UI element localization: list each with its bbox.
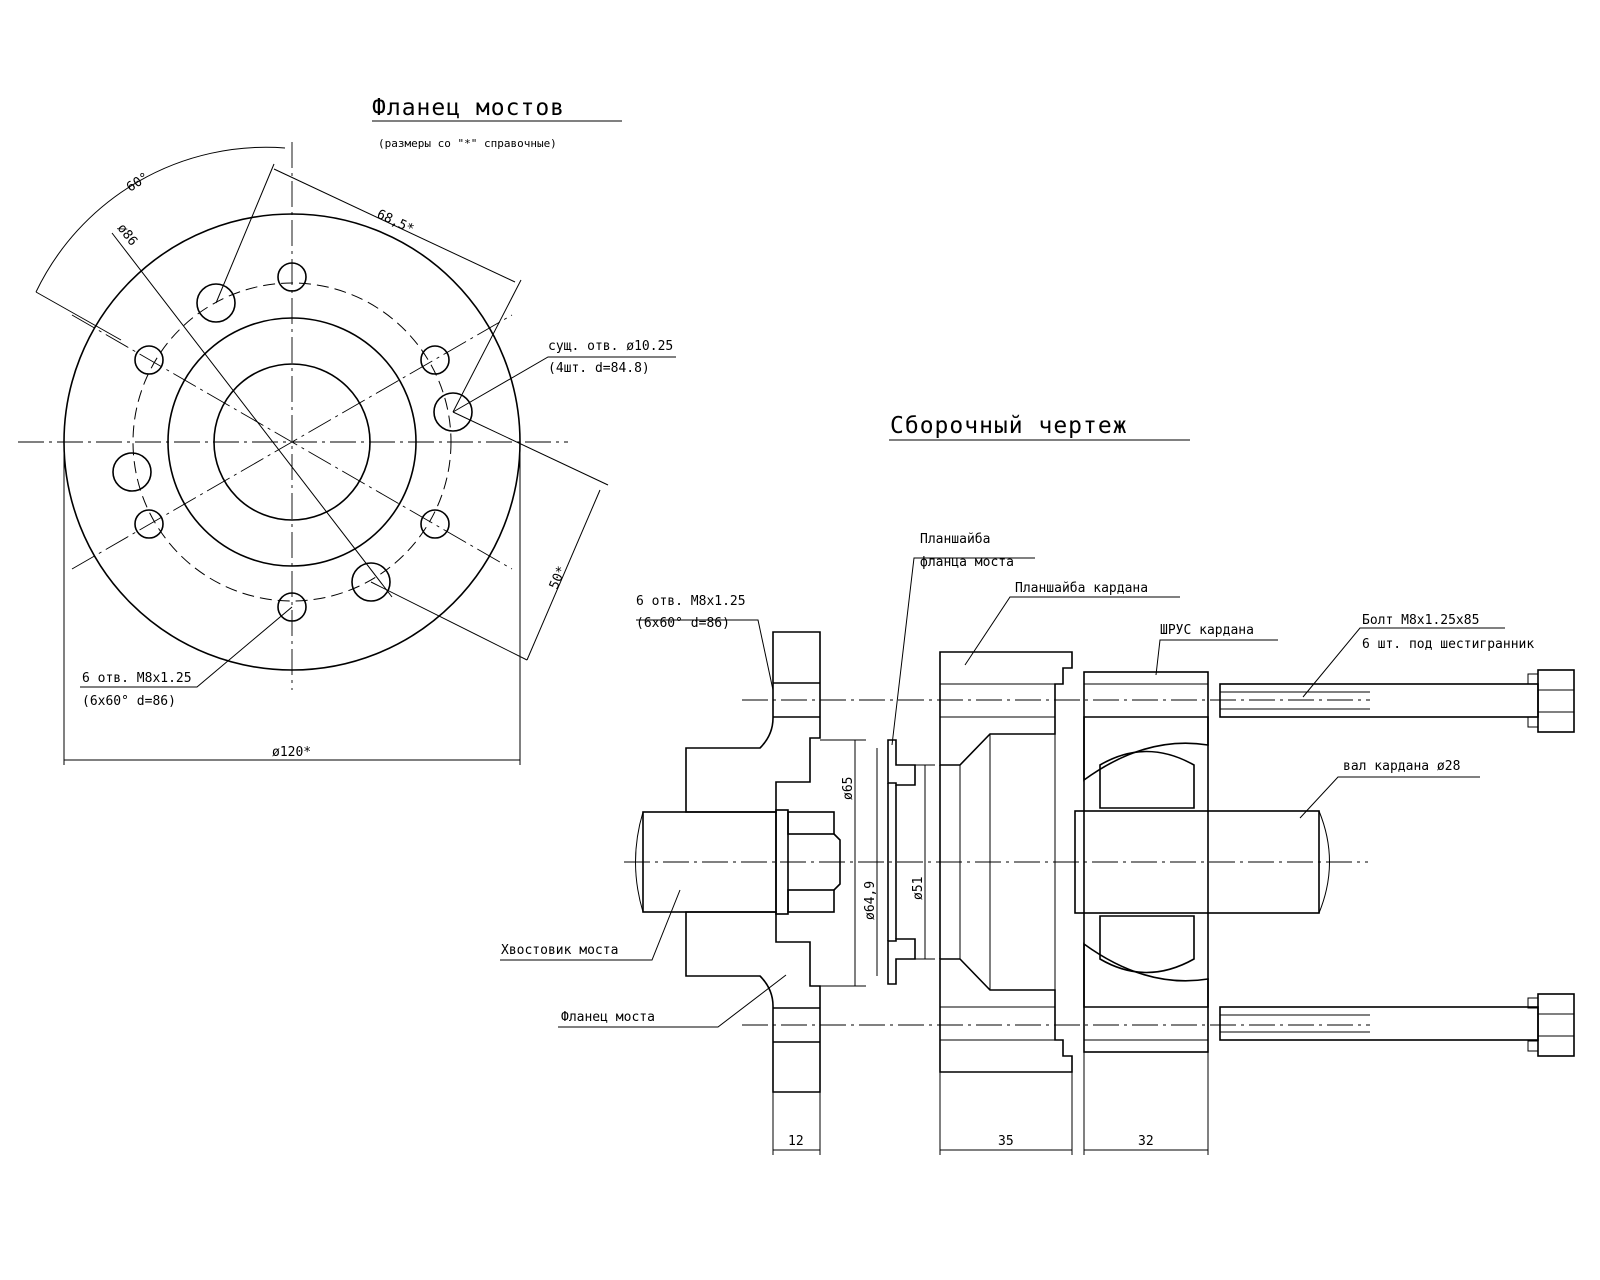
existing-hole bbox=[433, 392, 473, 432]
kardan-bolt-channel-upper bbox=[939, 683, 1056, 718]
label-kardan-shaft: вал кардана ø28 bbox=[1343, 759, 1460, 774]
flange-bolt-circle bbox=[132, 282, 452, 602]
dim-d65: ø65 bbox=[841, 777, 856, 800]
bolt-washer bbox=[1527, 716, 1539, 728]
kardan-planshaiba-lower bbox=[939, 958, 1073, 1073]
tail-nut-upper bbox=[787, 811, 835, 835]
leader-assembly-holes bbox=[636, 619, 774, 691]
leader-kardan-planshaiba bbox=[964, 596, 1180, 666]
bolt-head bbox=[1537, 669, 1575, 733]
flange-threaded-holes bbox=[134, 262, 450, 622]
leader-tail bbox=[500, 889, 681, 961]
cv-bolt-channel-lower bbox=[1083, 1006, 1209, 1041]
existing-hole bbox=[196, 283, 236, 323]
bolt-lower bbox=[1219, 993, 1575, 1057]
existing-hole bbox=[351, 562, 391, 602]
dim-d51: ø51 bbox=[911, 877, 926, 900]
existing-hole bbox=[112, 452, 152, 492]
threaded-hole bbox=[277, 262, 307, 292]
dim-d64-9: ø64,9 bbox=[863, 881, 878, 920]
dim-12: 12 bbox=[788, 1134, 804, 1149]
dimension-68-5-line bbox=[273, 168, 516, 283]
threaded-hole bbox=[134, 345, 164, 375]
label-assembly-holes-1: 6 отв. M8x1.25 bbox=[636, 594, 746, 609]
tail-shaft-break bbox=[635, 811, 644, 913]
bridge-flange-upper bbox=[685, 631, 821, 813]
label-bridge-planshaiba-2: фланца моста bbox=[920, 555, 1014, 570]
leader-bridge-planshaiba bbox=[891, 557, 1035, 746]
bolt-shank bbox=[1219, 683, 1539, 718]
dimension-50-ext-1 bbox=[452, 411, 609, 486]
flange-bore-circle bbox=[213, 363, 371, 521]
tail-nut-lower bbox=[787, 889, 835, 913]
dim-angle-60: 60° bbox=[124, 170, 152, 195]
dimension-50-ext-2 bbox=[370, 581, 528, 661]
cv-joint-housing-upper bbox=[1083, 716, 1209, 782]
bridge-planshaiba-upper bbox=[887, 739, 916, 786]
dim-32: 32 bbox=[1138, 1134, 1154, 1149]
leader-bolt bbox=[1302, 627, 1505, 698]
cv-joint-ball-upper bbox=[1099, 750, 1195, 809]
flange-title: Фланец мостов bbox=[372, 95, 565, 121]
flange-outer-circle bbox=[63, 213, 521, 671]
bridge-flange-lower bbox=[685, 911, 821, 1093]
bolt-head bbox=[1537, 993, 1575, 1057]
assembly-title: Сборочный чертеж bbox=[890, 413, 1128, 439]
bridge-planshaiba-lower bbox=[887, 938, 916, 985]
label-assembly-holes-2: (6x60° d=86) bbox=[636, 616, 730, 631]
label-existing-holes-2: (4шт. d=84.8) bbox=[548, 361, 650, 376]
dim-35: 35 bbox=[998, 1134, 1014, 1149]
label-bolt-1: Болт M8x1.25x85 bbox=[1362, 613, 1479, 628]
flange-subtitle: (размеры со "*" справочные) bbox=[378, 137, 557, 150]
dimension-50-line bbox=[526, 489, 601, 661]
bolt-washer bbox=[1527, 1040, 1539, 1052]
label-threaded-holes-2: (6x60° d=86) bbox=[82, 694, 176, 709]
angle-extension-line bbox=[35, 291, 122, 341]
bolt-upper bbox=[1219, 669, 1575, 733]
label-bolt-2: 6 шт. под шестигранник bbox=[1362, 637, 1534, 652]
leader-threaded-holes bbox=[80, 606, 293, 688]
cv-joint-ball-lower bbox=[1099, 915, 1195, 974]
leader-existing-holes bbox=[452, 356, 676, 413]
flange-view: Фланец мостов (размеры со "*" справочные… bbox=[18, 95, 676, 765]
diameter-86-line bbox=[111, 232, 393, 598]
bolt-washer bbox=[1527, 997, 1539, 1009]
flange-hub-circle bbox=[167, 317, 417, 567]
kardan-shaft-break bbox=[1318, 810, 1330, 914]
dimension-68-5-ext-1 bbox=[215, 163, 275, 304]
assembly-view: Сборочный чертеж bbox=[500, 413, 1575, 1155]
threaded-hole bbox=[420, 345, 450, 375]
flange-diag-centerline-2 bbox=[71, 314, 513, 570]
bolt-shank bbox=[1219, 1006, 1539, 1041]
cv-bolt-channel-upper bbox=[1083, 683, 1209, 718]
tail-nut-chamfer bbox=[833, 833, 841, 891]
threaded-hole bbox=[134, 509, 164, 539]
leader-bridge-flange bbox=[558, 974, 787, 1028]
tail-washer bbox=[775, 809, 789, 915]
flange-existing-holes bbox=[112, 283, 473, 602]
cv-joint-top-ring bbox=[1083, 671, 1209, 685]
dimension-68-5-ext-2 bbox=[452, 279, 522, 413]
label-cv-joint: ШРУС кардана bbox=[1160, 623, 1254, 638]
label-threaded-holes-1: 6 отв. M8x1.25 bbox=[82, 671, 192, 686]
kardan-shaft bbox=[1074, 810, 1320, 914]
cv-joint-bottom-ring bbox=[1083, 1039, 1209, 1053]
angle-dimension-arc bbox=[35, 146, 286, 293]
bolt-washer bbox=[1527, 673, 1539, 685]
label-bridge-planshaiba-1: Планшайба bbox=[920, 532, 990, 547]
leader-cv-joint bbox=[1155, 639, 1278, 676]
dim-d86: ø86 bbox=[114, 221, 140, 249]
label-existing-holes-1: сущ. отв. ø10.25 bbox=[548, 339, 673, 354]
label-tail: Хвостовик моста bbox=[501, 943, 618, 958]
cv-joint-housing-lower bbox=[1083, 942, 1209, 1008]
threaded-hole bbox=[277, 592, 307, 622]
kardan-bolt-channel-lower bbox=[939, 1006, 1056, 1041]
label-kardan-planshaiba: Планшайба кардана bbox=[1015, 581, 1148, 596]
label-bridge-flange: Фланец моста bbox=[561, 1010, 655, 1025]
dim-d120: ø120* bbox=[272, 745, 311, 760]
threaded-hole bbox=[420, 509, 450, 539]
leader-kardan-shaft bbox=[1299, 776, 1480, 819]
kardan-planshaiba-upper bbox=[939, 651, 1073, 766]
